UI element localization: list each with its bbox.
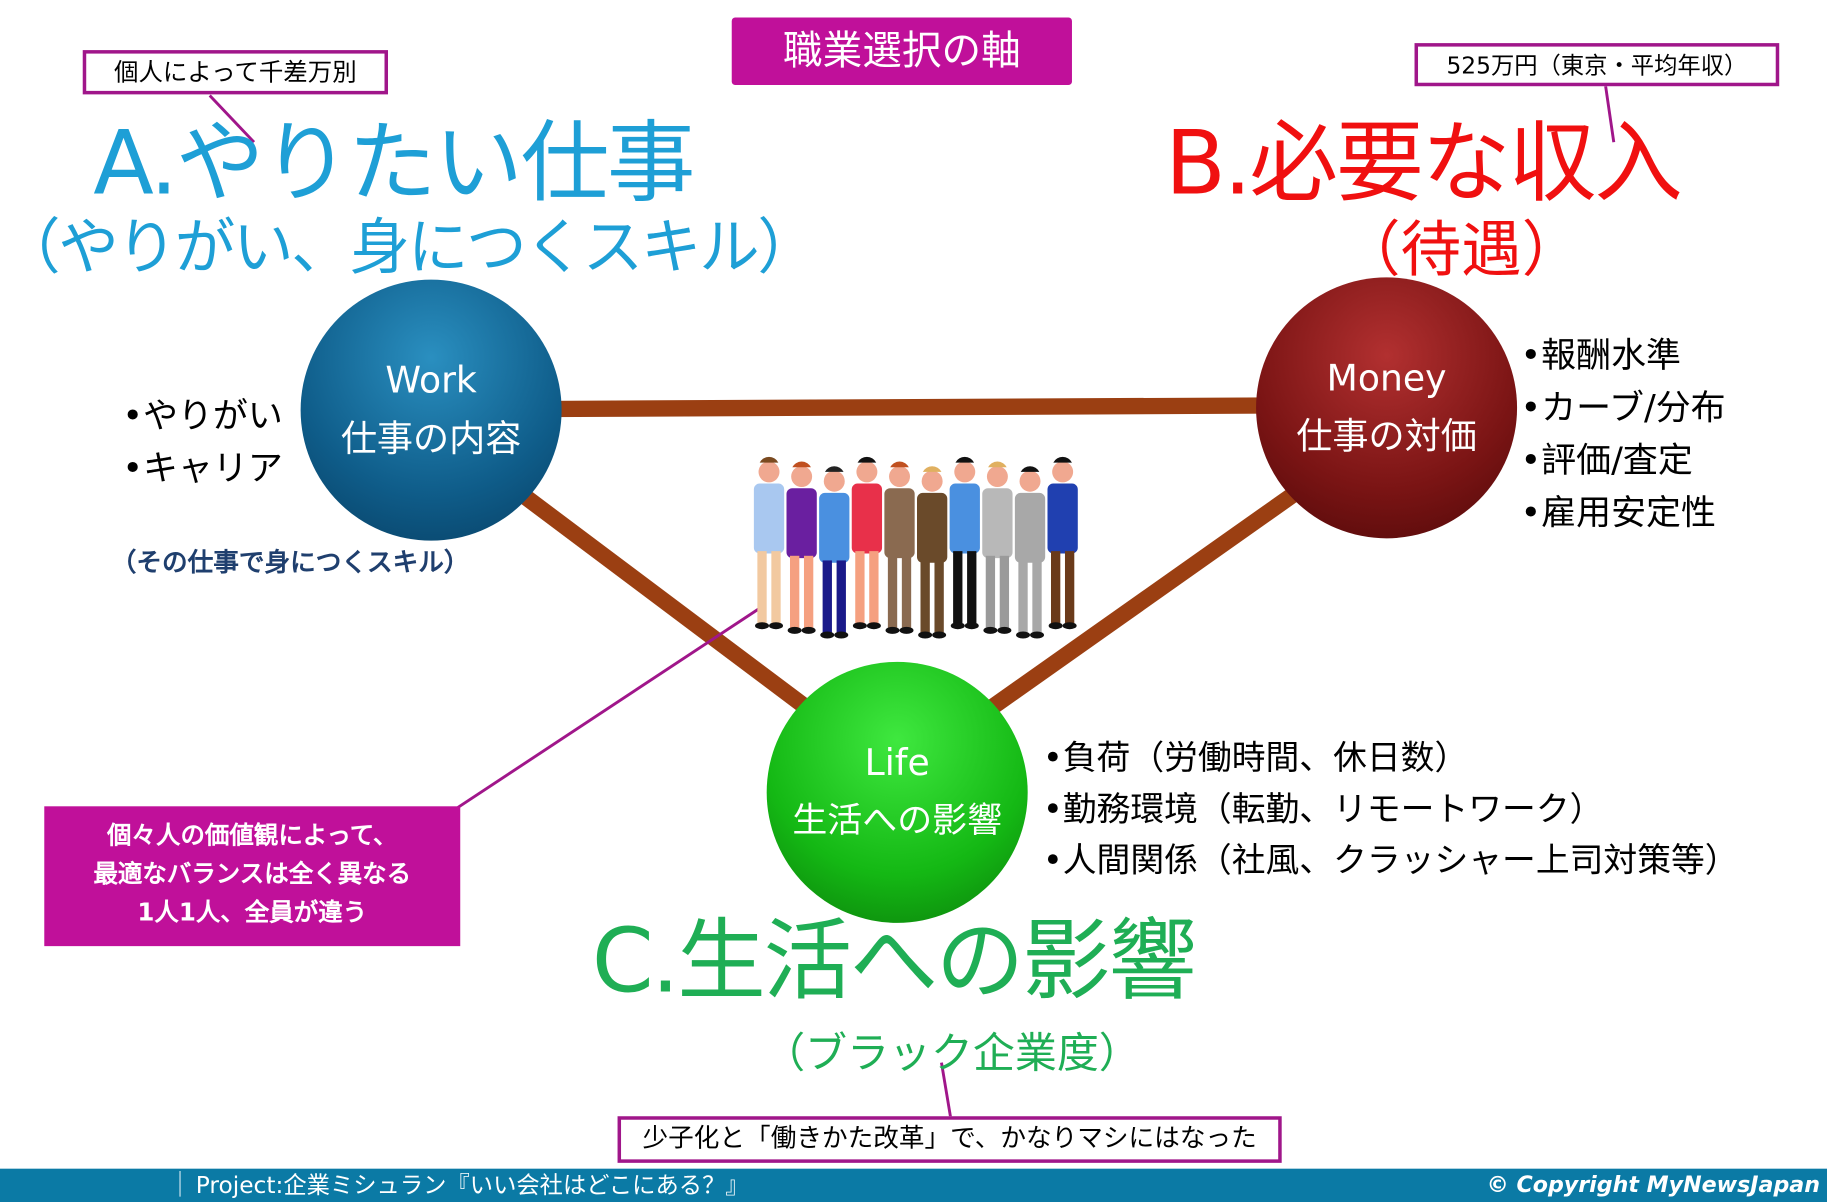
axis-c-subheading: （ブラック企業度）: [763, 1030, 1141, 1078]
pointer-line-a: [208, 94, 256, 144]
axis-b-heading: B.必要な収入: [1165, 110, 1683, 215]
footer-divider: [179, 1171, 181, 1197]
node-life-en: Life: [864, 742, 930, 785]
footer-project: Project:企業ミシュラン『いい会社はどこにある？』: [195, 1171, 749, 1199]
life-bullet: •勤務環境（転勤、リモートワーク）: [1042, 788, 1604, 829]
callout-values-line: 最適なバランスは全く異なる: [93, 859, 412, 888]
person-figure: [1047, 456, 1078, 630]
person-figure: [786, 461, 817, 634]
life-bullets: •負荷（労働時間、休日数） •勤務環境（転勤、リモートワーク） •人間関係（社風…: [1043, 732, 1739, 886]
money-bullet: •評価/査定: [1520, 440, 1693, 482]
footer-bar: Project:企業ミシュラン『いい会社はどこにある？』 © Copyright…: [0, 1168, 1827, 1202]
callout-reform: 少子化と「働きかた改革」で、かなりマシにはなった: [617, 1116, 1282, 1163]
person-figure: [851, 456, 883, 630]
work-bullet: •やりがい: [122, 396, 283, 437]
pointer-line-c: [940, 1062, 953, 1119]
money-bullets: •報酬水準 •カーブ/分布 •評価/査定 •雇用安定性: [1521, 330, 1726, 540]
money-bullet: •雇用安定性: [1520, 492, 1716, 534]
node-money-en: Money: [1326, 357, 1447, 400]
life-bullet: •負荷（労働時間、休日数）: [1042, 737, 1469, 778]
work-bullets: •やりがい •キャリア: [122, 390, 282, 495]
work-note: （その仕事で身につくスキル）: [110, 548, 470, 578]
money-bullet: •カーブ/分布: [1520, 388, 1726, 429]
title-banner: 職業選択の軸: [731, 17, 1072, 86]
connector-work-life: [513, 485, 813, 715]
work-bullet: •キャリア: [122, 448, 283, 490]
pointer-line-people: [457, 607, 761, 809]
person-figure: [1014, 466, 1046, 639]
money-bullet: •報酬水準: [1520, 335, 1682, 377]
person-figure: [884, 461, 915, 634]
node-life-ja: 生活への影響: [792, 800, 1003, 842]
person-figure: [753, 456, 785, 630]
axis-c-heading: C.生活への影響: [591, 908, 1197, 1013]
connector-work-money: [547, 397, 1271, 418]
callout-income-average: 525万円（東京・平均年収）: [1414, 43, 1780, 87]
node-work-en: Work: [385, 360, 477, 402]
axis-b-subheading: （待遇）: [1339, 215, 1583, 286]
person-figure: [819, 466, 850, 639]
node-work: Work 仕事の内容: [300, 279, 562, 541]
node-money-ja: 仕事の対価: [1296, 415, 1477, 458]
pointer-line-b: [1604, 86, 1616, 143]
person-figure: [949, 456, 980, 630]
callout-values: 個々人の価値観によって、 最適なバランスは全く異なる 1人1人、全員が違う: [44, 806, 461, 947]
axis-a-subheading: （やりがい、身につくスキル）: [0, 213, 818, 284]
callout-individual: 個人によって千差万別: [82, 50, 389, 95]
footer-copyright: © Copyright MyNewsJapan: [1486, 1172, 1821, 1198]
person-figure: [916, 466, 948, 639]
connector-money-life: [985, 486, 1301, 716]
person-figure: [982, 461, 1013, 634]
callout-values-line: 1人1人、全員が違う: [137, 898, 368, 927]
life-bullet: •人間関係（社風、クラッシャー上司対策等）: [1042, 840, 1739, 880]
node-life: Life 生活への影響: [766, 661, 1028, 923]
node-money: Money 仕事の対価: [1256, 277, 1518, 539]
node-work-ja: 仕事の内容: [340, 418, 522, 461]
people-illustration: [753, 456, 1078, 639]
callout-values-line: 個々人の価値観によって、: [107, 821, 398, 850]
axis-a-heading: A.やりたい仕事: [93, 110, 695, 215]
